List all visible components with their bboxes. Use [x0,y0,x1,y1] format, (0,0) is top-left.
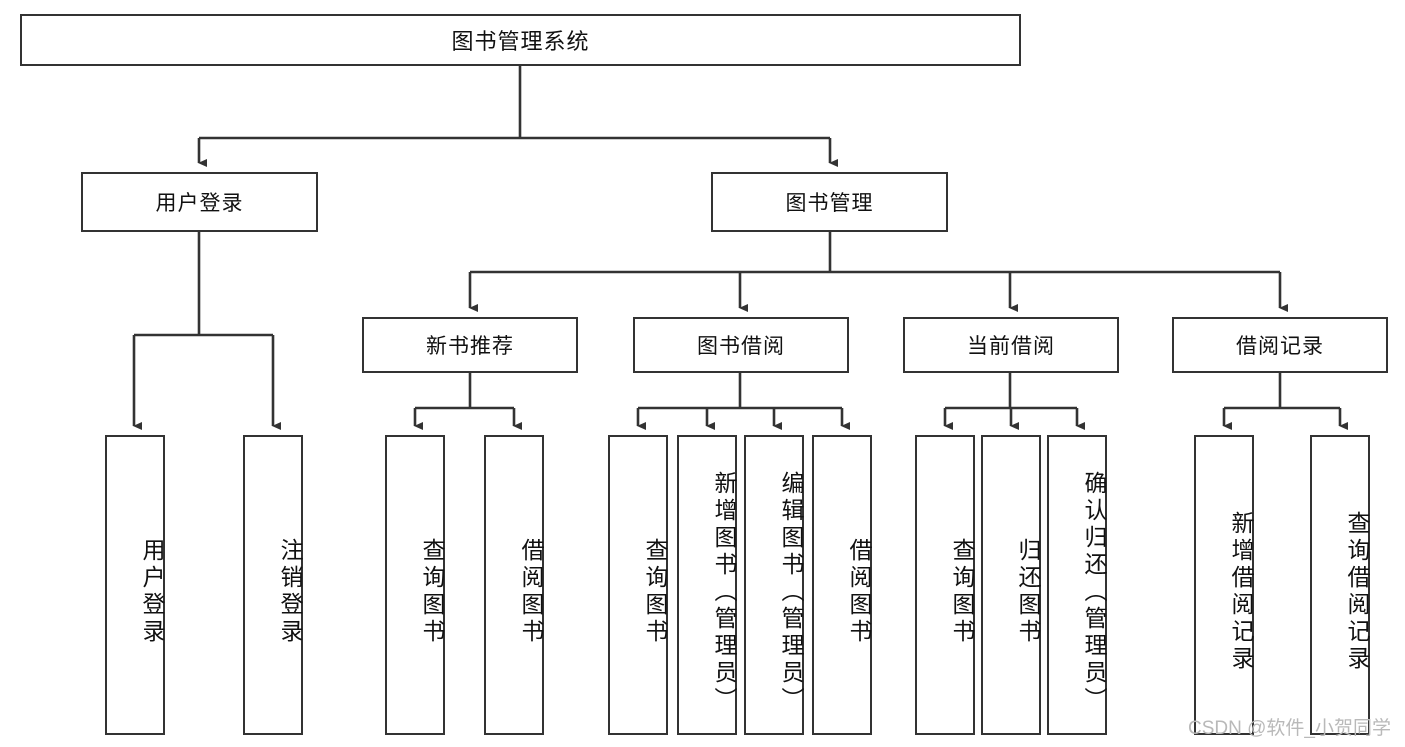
leaf-user-login[interactable]: 用户登录 [105,435,165,735]
leaf-borrow-book-recommend[interactable]: 借阅图书 [484,435,544,735]
leaf-edit-book-admin[interactable]: 编辑图书（管理员） [744,435,804,735]
node-current-borrow[interactable]: 当前借阅 [903,317,1119,373]
leaf-borrow-book[interactable]: 借阅图书 [812,435,872,735]
leaf-logout[interactable]: 注销登录 [243,435,303,735]
csdn-watermark: CSDN @软件_小贺同学 [1188,718,1391,739]
leaf-add-borrow-record[interactable]: 新增借阅记录 [1194,435,1254,735]
node-borrow-record[interactable]: 借阅记录 [1172,317,1388,373]
leaf-confirm-return-admin[interactable]: 确认归还（管理员） [1047,435,1107,735]
node-user-login[interactable]: 用户登录 [81,172,318,232]
leaf-query-book-borrow[interactable]: 查询图书 [608,435,668,735]
leaf-query-borrow-record[interactable]: 查询借阅记录 [1310,435,1370,735]
leaf-return-book[interactable]: 归还图书 [981,435,1041,735]
node-book-management[interactable]: 图书管理 [711,172,948,232]
node-new-book-recommend[interactable]: 新书推荐 [362,317,578,373]
node-book-borrow[interactable]: 图书借阅 [633,317,849,373]
leaf-query-book-recommend[interactable]: 查询图书 [385,435,445,735]
leaf-add-book-admin[interactable]: 新增图书（管理员） [677,435,737,735]
leaf-query-book-current[interactable]: 查询图书 [915,435,975,735]
node-root-system[interactable]: 图书管理系统 [20,14,1021,66]
